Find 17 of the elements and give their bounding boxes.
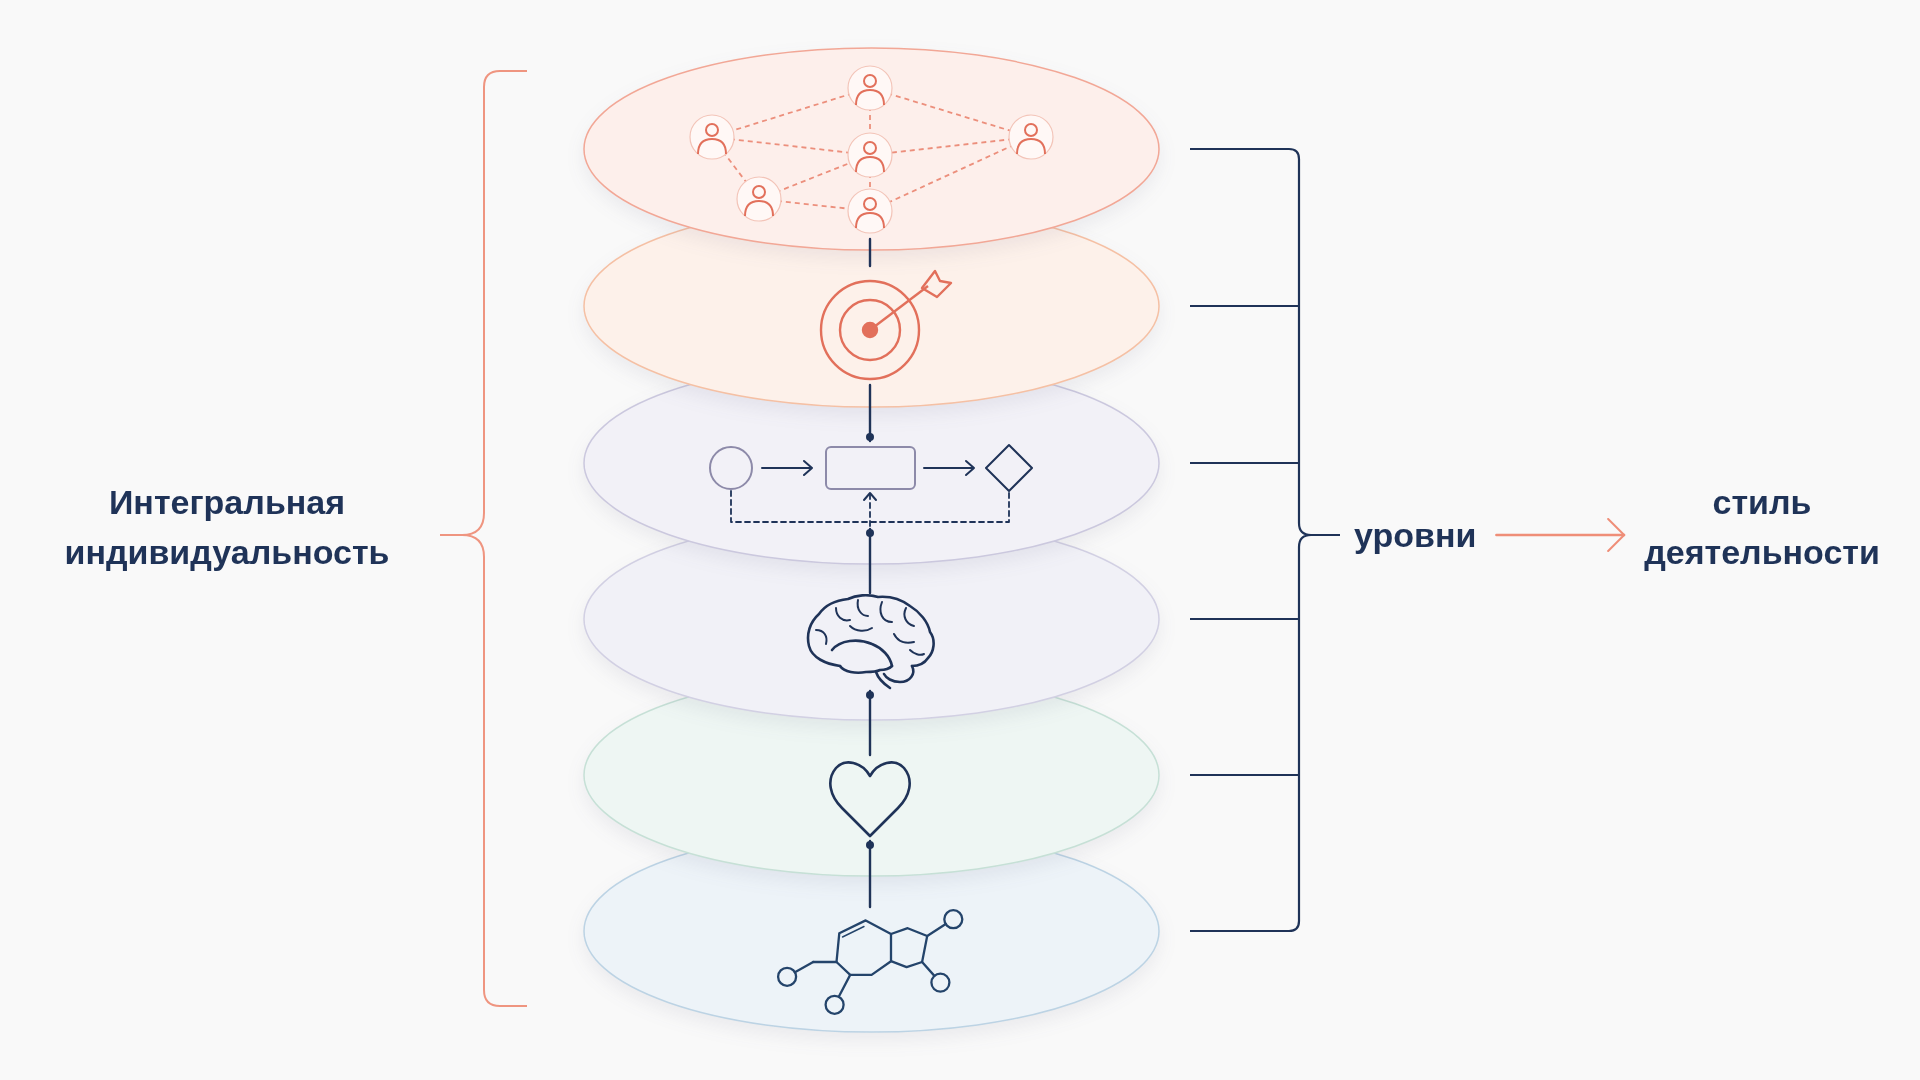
connector-line [866,383,874,443]
connector-line [866,839,874,909]
layer-ellipse [583,853,1160,1033]
layer-ellipse [583,697,1160,877]
brace-label: Интегральная индивидуальность [64,482,390,573]
layer-ellipse [583,228,1160,408]
brain-icon [806,594,936,690]
layer-ellipse [583,541,1160,721]
flowchart-icon [706,442,1036,528]
connector-line [866,527,874,595]
arrow [1495,518,1626,552]
text-label: уровни [1354,510,1477,560]
text-label: стиль деятельности [1644,477,1880,577]
molecule-icon [776,908,964,1016]
layer-ellipse [583,385,1160,565]
connector-line [868,237,872,268]
layer-ellipse [583,47,1160,251]
